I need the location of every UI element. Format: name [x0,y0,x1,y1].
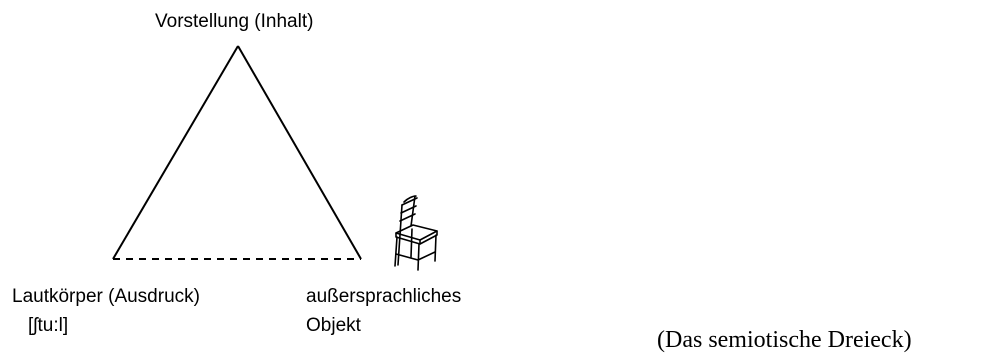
edge-content-object [237,45,362,260]
content-label: Vorstellung (Inhalt) [155,11,314,32]
expression-label: Lautkörper (Ausdruck) [12,286,200,307]
edge-expression-content [112,45,239,260]
chair-icon [394,195,438,271]
object-label-line1: außersprachliches [306,286,462,307]
diagram-caption: (Das semiotische Dreieck) [657,327,912,353]
object-label-line2: Objekt [306,315,361,336]
phonetic-transcription: [ʃtu:l] [28,315,69,336]
